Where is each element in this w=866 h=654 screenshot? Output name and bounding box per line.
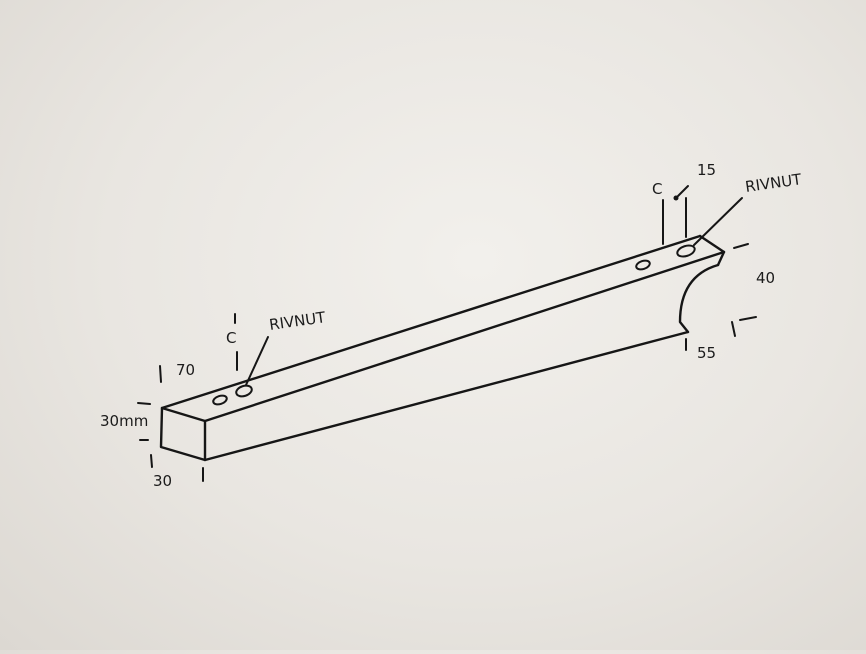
beam-far-end-curve <box>678 263 720 334</box>
label-rivnut-right: RIVNUT <box>744 170 803 196</box>
arrow-15 <box>677 185 689 197</box>
label-dim-40: 40 <box>756 269 775 287</box>
label-dim-70: 70 <box>176 361 195 379</box>
rivnut-holes-right <box>635 244 696 271</box>
beam-top-front-edge <box>203 250 726 423</box>
beam-top-back-edge <box>160 234 702 410</box>
rivnut-holes-left <box>212 384 253 406</box>
centerline-tick-right <box>662 197 687 245</box>
hole-right-1 <box>635 259 651 271</box>
label-c-right: C <box>652 180 662 198</box>
leader-rivnut-left <box>245 336 269 386</box>
beam-outline <box>159 234 726 462</box>
hole-right-2 <box>676 244 696 258</box>
hole-left-1 <box>212 394 228 406</box>
dim-tick-30-left <box>150 454 153 468</box>
centerline-tick-left <box>234 313 238 371</box>
label-dim-15: 15 <box>697 161 716 179</box>
label-c-left: C <box>226 329 236 347</box>
arrow-15-head <box>673 195 679 201</box>
dim-tick-55-right <box>731 316 757 337</box>
label-dim-55: 55 <box>697 344 716 362</box>
hole-left-2 <box>235 384 253 398</box>
label-dim-30mm: 30mm <box>100 412 148 430</box>
beam-top-far-end <box>698 234 726 267</box>
beam-bottom-edge <box>203 330 690 462</box>
dim-tick-70 <box>159 365 162 383</box>
label-dim-30: 30 <box>153 472 172 490</box>
dim-tick-40-top <box>733 243 749 249</box>
dim-tick-30mm-top <box>137 402 151 405</box>
label-rivnut-left: RIVNUT <box>268 308 327 334</box>
leader-rivnut-right <box>693 197 743 246</box>
beam-end-face <box>159 406 207 462</box>
